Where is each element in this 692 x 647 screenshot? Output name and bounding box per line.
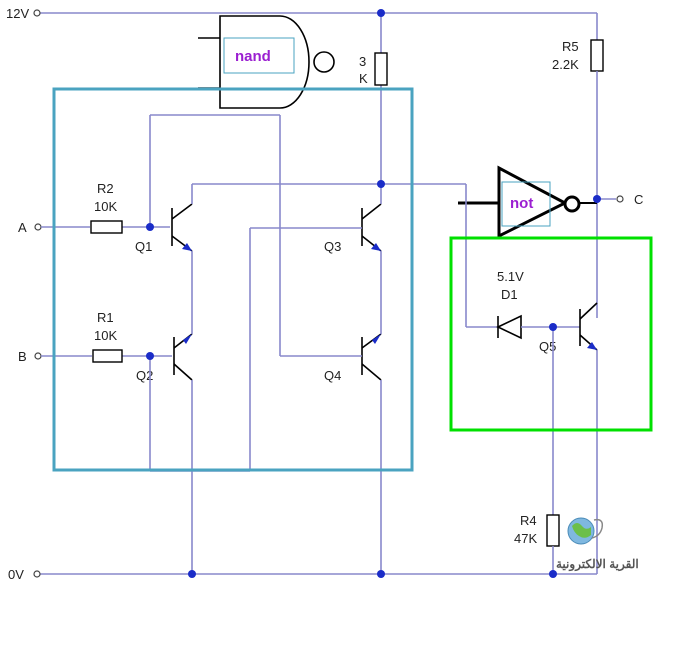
transistor-q5: [579, 302, 598, 351]
nand-gate-label: nand: [235, 48, 271, 65]
resistor-r2: [90, 220, 123, 234]
r5-name: R5: [562, 39, 579, 54]
nand-stage-box: [52, 87, 414, 472]
r2-value: 10K: [94, 199, 117, 214]
logo: [567, 517, 604, 545]
nand-gate: [198, 15, 335, 109]
nand-pin-number: 3: [359, 54, 366, 69]
d1-name: D1: [501, 287, 518, 302]
r5-value: 2.2K: [552, 57, 579, 72]
not-stage-box: [449, 236, 653, 432]
output-c-label: C: [634, 192, 643, 207]
q4-label: Q4: [324, 368, 341, 383]
logo-text: القرية الالكترونية: [556, 557, 639, 572]
resistor-r1: [92, 349, 123, 363]
not-gate-label: not: [510, 195, 533, 212]
resistor-r4: [546, 514, 560, 547]
input-a-label: A: [18, 220, 27, 235]
transistor-q4: [361, 333, 382, 381]
resistor-r5: [590, 39, 604, 72]
gnd-rail: [33, 570, 597, 578]
output-c-terminal: [616, 195, 624, 203]
q1-label: Q1: [135, 239, 152, 254]
not-gate: [458, 165, 597, 239]
vcc-rail: [33, 9, 597, 17]
q3-label: Q3: [324, 239, 341, 254]
gnd-label: 0V: [8, 567, 24, 582]
r4-name: R4: [520, 513, 537, 528]
input-b-label: B: [18, 349, 27, 364]
q2-label: Q2: [136, 368, 153, 383]
q5-label: Q5: [539, 339, 556, 354]
transistor-q2: [173, 333, 193, 381]
transistor-q3: [361, 203, 382, 252]
junction-nodes: [146, 9, 601, 578]
r4-value: 47K: [514, 531, 537, 546]
vcc-label: 12V: [6, 6, 29, 21]
resistor-nand-collector: [374, 52, 388, 86]
nand-pin-unit: K: [359, 71, 368, 86]
r1-name: R1: [97, 310, 114, 325]
zener-diode-d1: [496, 314, 580, 340]
r2-name: R2: [97, 181, 114, 196]
transistor-q1: [171, 203, 193, 252]
d1-voltage: 5.1V: [497, 269, 524, 284]
r1-value: 10K: [94, 328, 117, 343]
